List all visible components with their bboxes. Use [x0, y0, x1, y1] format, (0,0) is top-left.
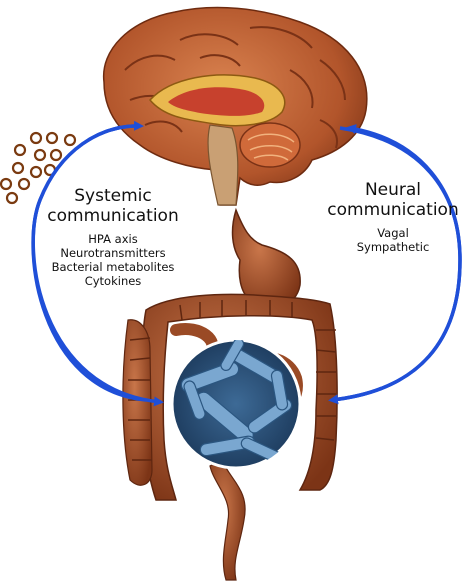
particle-circles — [0, 131, 77, 205]
systemic-item: HPA axis — [88, 232, 138, 246]
systemic-communication-label: Systemic communication HPA axis Neurotra… — [38, 186, 188, 288]
systemic-item: Bacterial metabolites — [51, 260, 175, 274]
bacteria-circle — [170, 338, 302, 470]
neural-item: Sympathetic — [356, 240, 430, 254]
neural-title-line2: communication — [327, 200, 459, 220]
neural-communication-label: Neural communication Vagal Sympathetic — [318, 180, 468, 254]
neural-item: Vagal — [377, 226, 409, 240]
systemic-arrow — [31, 120, 164, 407]
systemic-item: Cytokines — [84, 274, 142, 288]
neural-arrow — [328, 124, 462, 405]
systemic-item: Neurotransmitters — [60, 246, 166, 260]
systemic-title-line1: Systemic — [74, 186, 152, 206]
systemic-title-line2: communication — [47, 206, 179, 226]
neural-title-line1: Neural — [364, 180, 422, 200]
brain-image — [102, 6, 368, 206]
